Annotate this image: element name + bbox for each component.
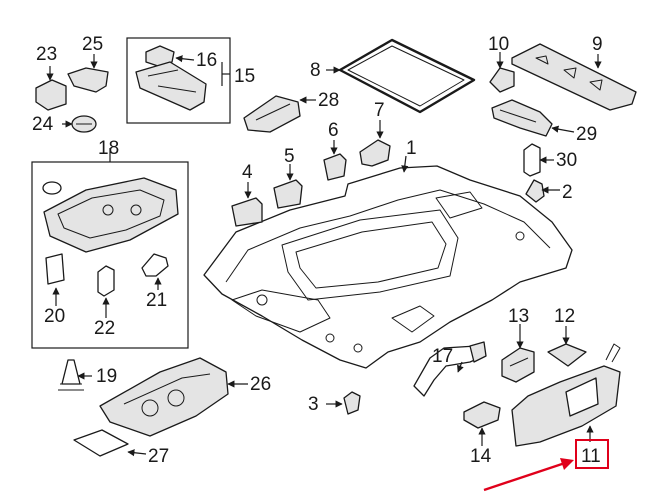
callout-13: 13 [508,306,529,327]
callout-7: 7 [374,100,385,121]
clip-part-19[interactable] [58,359,84,391]
callout-30: 30 [556,150,577,171]
callout-6: 6 [328,120,339,141]
lamp-part-29[interactable] [491,99,553,137]
callout-3: 3 [308,394,319,415]
clip-part-6[interactable] [323,153,347,181]
callout-26: 26 [250,374,271,395]
part-21[interactable] [141,253,169,277]
part-23[interactable] [35,79,67,111]
callout-15: 15 [234,66,255,87]
callout-27: 27 [148,446,169,467]
lamp-assembly-part-15[interactable] [135,61,207,111]
sunroof-seal-part[interactable] [338,38,476,114]
callout-21: 21 [146,290,167,311]
clip-part-2[interactable] [525,179,545,203]
cover-part-12[interactable] [547,343,587,367]
headliner-part[interactable] [203,165,573,369]
callout-22: 22 [94,318,115,339]
callout-1: 1 [406,138,417,159]
callout-14: 14 [470,446,492,467]
pad-part-27[interactable] [73,429,129,457]
overhead-console-part-26[interactable] [99,357,229,437]
lamp-part-28[interactable] [243,95,301,133]
callout-19: 19 [96,366,117,387]
callout-28: 28 [318,90,339,111]
part-22[interactable] [97,265,115,297]
bulb-part-16[interactable] [145,45,175,67]
garnish-part-9[interactable] [511,43,637,111]
pad-part-5[interactable] [273,179,303,209]
leader-lines [46,52,602,457]
callout-5: 5 [284,146,295,167]
part-20[interactable] [45,253,65,285]
bracket-part-13[interactable] [501,347,535,383]
callout-20: 20 [44,306,65,327]
bracket-part-10[interactable] [489,67,515,93]
holder-part-14[interactable] [463,401,501,429]
sun-visor-part-11[interactable] [511,343,621,447]
callout-12: 12 [554,306,575,327]
callout-9: 9 [592,34,603,55]
callout-16: 16 [196,50,217,71]
callout-8: 8 [310,60,321,81]
callout-18: 18 [98,138,119,159]
group-box-15 [126,37,231,124]
part-25[interactable] [67,67,109,93]
callout-17: 17 [432,346,453,367]
bracket-part-7[interactable] [359,139,391,167]
clip-part-3[interactable] [343,391,361,415]
part-24[interactable] [71,115,97,133]
highlight-arrow [483,460,569,492]
console-part-18[interactable] [42,177,179,253]
callout-23: 23 [36,44,57,65]
grip-handle-part-17[interactable] [413,341,487,397]
callout-4: 4 [242,162,253,183]
callout-25: 25 [82,34,103,55]
pad-part-4[interactable] [231,197,263,227]
callout-labels: 1 2 3 4 5 6 7 8 9 10 11 12 13 14 15 16 1… [32,34,609,492]
callout-2: 2 [562,182,573,203]
clip-part-30[interactable] [523,143,541,177]
highlight-arrow-head [560,458,574,470]
highlight-box-11 [575,439,609,469]
callout-29: 29 [576,124,597,145]
callout-10: 10 [488,34,509,55]
callout-24: 24 [32,114,54,135]
callout-11[interactable]: 11 [581,446,601,467]
